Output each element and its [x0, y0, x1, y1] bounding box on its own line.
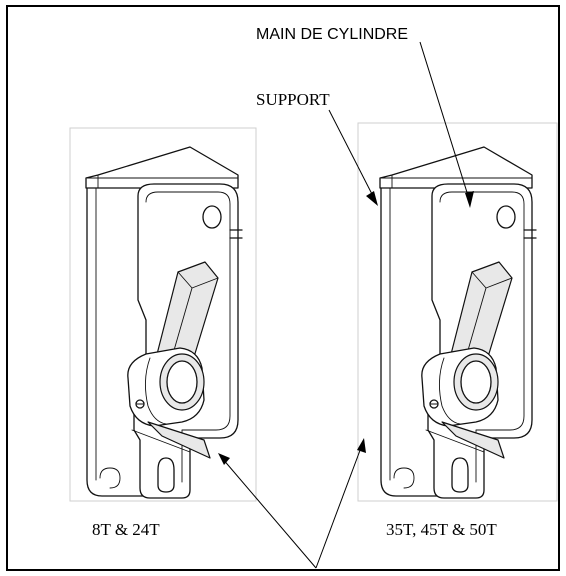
leader-left-bracket [221, 457, 317, 569]
arrowhead-left-bracket [218, 453, 230, 465]
arrowhead-main-de-cylindre [465, 191, 474, 208]
arrowhead-support [366, 191, 378, 206]
leader-support [328, 109, 376, 201]
left-bracket-panel [69, 127, 257, 502]
label-support: SUPPORT [256, 90, 330, 109]
label-right-models: 35T, 45T & 50T [386, 520, 497, 539]
label-left-models: 8T & 24T [92, 520, 160, 539]
leader-right-bracket [315, 444, 363, 569]
arrowhead-right-bracket [357, 438, 366, 453]
right-bracket-panel [357, 122, 558, 502]
label-main-de-cylindre: MAIN DE CYLINDRE [256, 26, 408, 43]
figure-border [6, 5, 560, 571]
leader-main-de-cylindre [419, 41, 471, 203]
